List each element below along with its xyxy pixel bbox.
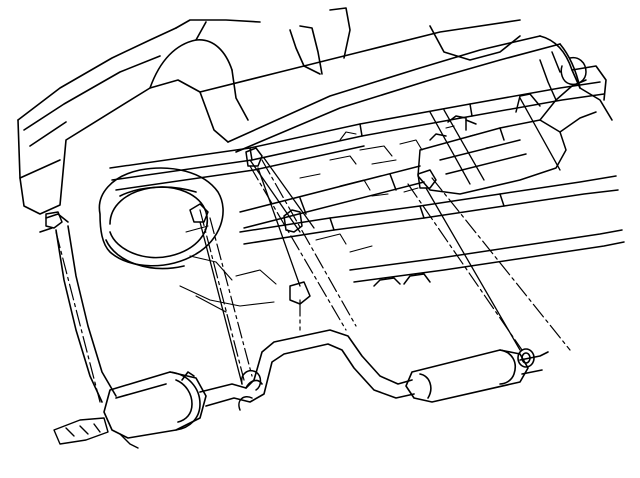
vehicle-underbody <box>17 7 613 215</box>
driveshaft <box>239 165 425 233</box>
frame-rail-right <box>239 175 625 287</box>
tailpipe <box>519 351 549 375</box>
transmission <box>417 51 597 195</box>
exhaust-hangers <box>45 147 437 411</box>
spare-tire <box>98 167 224 270</box>
frame-rail-left <box>109 81 605 191</box>
hanger-rods <box>199 167 521 385</box>
intermediate-pipe <box>199 329 415 407</box>
muffler <box>405 349 529 403</box>
catalytic-converter <box>103 371 207 439</box>
cross-members <box>249 97 561 233</box>
tailpipe-tip <box>517 348 535 368</box>
underbody-details <box>179 125 497 313</box>
leader-lines <box>55 159 571 403</box>
exhaust-bracket <box>53 417 139 449</box>
